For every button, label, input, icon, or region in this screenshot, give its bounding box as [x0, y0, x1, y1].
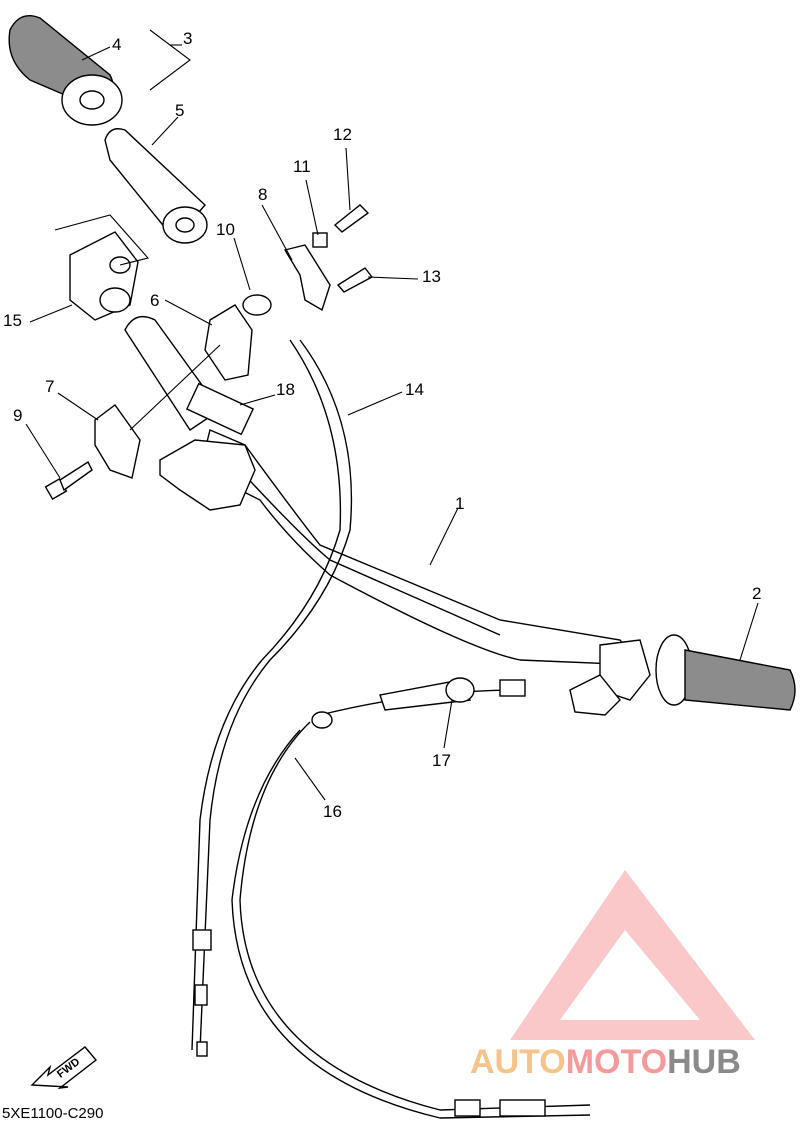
throttle-tube: [104, 128, 208, 244]
callout-1: 1: [455, 494, 465, 513]
callout-3: 3: [183, 29, 193, 48]
clamp: [94, 404, 141, 479]
callout-9: 9: [13, 406, 23, 425]
callout-6: 6: [150, 291, 160, 310]
left-grip: [8, 15, 123, 126]
diagram-code: 5XE1100-C290: [2, 1105, 104, 1122]
fwd-arrow-icon: FWD: [30, 1046, 98, 1090]
callout-13: 13: [422, 267, 441, 286]
housing-cover: [204, 304, 253, 381]
throttle-housing: [69, 231, 139, 321]
callout-4: 4: [112, 35, 122, 54]
bolt-9: [44, 460, 93, 501]
throttle-cable: [199, 339, 353, 1051]
handlebar: [159, 382, 642, 666]
leader-3: [149, 29, 191, 91]
watermark-part2: MOTO: [565, 1043, 668, 1081]
cable-adjuster-17: [379, 677, 526, 711]
callout-10: 10: [216, 220, 235, 239]
callout-5: 5: [175, 101, 185, 120]
callout-15: 15: [3, 311, 22, 330]
callout-12: 12: [333, 125, 352, 144]
callout-14: 14: [405, 380, 424, 399]
screw-12: [333, 204, 370, 233]
screw-13: [336, 267, 374, 293]
callout-17: 17: [432, 751, 451, 770]
callout-2: 2: [752, 584, 762, 603]
right-grip: [569, 634, 796, 716]
forward-direction-arrow: FWD: [30, 1045, 100, 1100]
callout-8: 8: [258, 185, 268, 204]
collar-11: [312, 232, 328, 248]
watermark-part3: HUB: [667, 1043, 741, 1081]
callout-16: 16: [323, 802, 342, 821]
callout-18: 18: [276, 380, 295, 399]
watermark-part1: AUTO: [470, 1043, 566, 1081]
watermark-text: AUTOMOTOHUB: [470, 1043, 741, 1082]
bracket-15: [54, 214, 150, 266]
callout-11: 11: [293, 157, 311, 176]
plate-8: [283, 244, 331, 312]
callout-7: 7: [45, 377, 55, 396]
watermark-logo: [510, 870, 755, 1040]
spring-10: [242, 294, 272, 316]
leader-lines: [25, 46, 759, 801]
